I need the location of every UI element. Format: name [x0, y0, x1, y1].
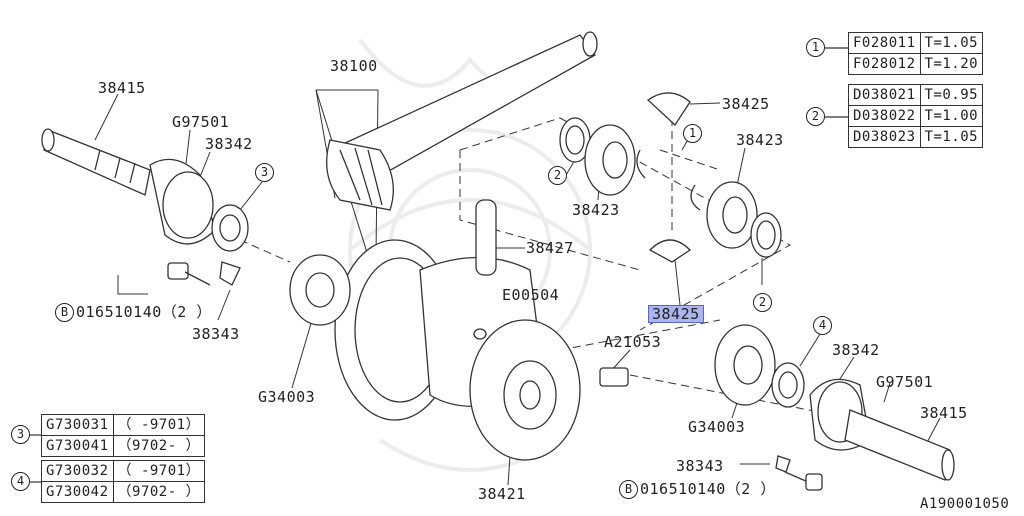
- table-cell-part[interactable]: G730041: [41, 435, 114, 457]
- table-cell-spec: T=1.20: [919, 53, 984, 75]
- callout-2-right: 2: [753, 293, 772, 312]
- table-cell-spec: T=0.95: [919, 84, 984, 106]
- part-label-38421[interactable]: 38421: [478, 485, 526, 503]
- table-cell-part[interactable]: D038022: [848, 105, 921, 127]
- part-label-38100[interactable]: 38100: [330, 57, 378, 75]
- table-cell-part[interactable]: F028011: [848, 32, 921, 54]
- table-cell-part[interactable]: G730042: [41, 481, 114, 503]
- callout-4: 4: [813, 316, 832, 335]
- table-4-connector: [30, 481, 42, 483]
- left-axle-shaft: [41, 128, 249, 252]
- table-cell-spec: T=1.05: [919, 126, 984, 148]
- part-label-E00504[interactable]: E00504: [502, 286, 560, 304]
- table-cell-part[interactable]: D038023: [848, 126, 921, 148]
- table-4-marker: 4: [11, 472, 30, 491]
- drive-pinion-shaft: [326, 31, 598, 211]
- part-label-38423-right[interactable]: 38423: [736, 131, 784, 149]
- table-row: G730031（ -9701）: [41, 414, 206, 436]
- part-label-G34003-right[interactable]: G34003: [688, 418, 746, 436]
- table-cell-part[interactable]: G730032: [41, 460, 114, 482]
- part-label-G34003-left[interactable]: G34003: [258, 388, 316, 406]
- table-cell-part[interactable]: F028012: [848, 53, 921, 75]
- part-label-38425-top[interactable]: 38425: [722, 95, 770, 113]
- table-row: G730032（ -9701）: [41, 460, 206, 482]
- table-cell-part[interactable]: D038021: [848, 84, 921, 106]
- table-1-marker: 1: [806, 38, 825, 57]
- table-row: G730042（9702- ）: [41, 481, 206, 503]
- table-3: G730031（ -9701） G730041（9702- ）: [41, 414, 206, 457]
- part-label-38342-left[interactable]: 38342: [205, 135, 253, 153]
- part-label-G97501-left[interactable]: G97501: [172, 113, 230, 131]
- table-cell-spec: （9702- ）: [112, 435, 206, 457]
- part-label-38425-selected[interactable]: 38425: [648, 305, 704, 323]
- table-cell-spec: （9702- ）: [112, 481, 206, 503]
- table-3-connector: [30, 434, 42, 436]
- callout-2-left: 2: [548, 166, 567, 185]
- differential-case: [289, 199, 581, 461]
- part-label-38423-left[interactable]: 38423: [572, 201, 620, 219]
- part-label-G97501-right[interactable]: G97501: [876, 373, 934, 391]
- table-4: G730032（ -9701） G730042（9702- ）: [41, 460, 206, 503]
- part-label-A21053[interactable]: A21053: [604, 333, 662, 351]
- table-2-connector: [825, 116, 849, 118]
- table-cell-part[interactable]: G730031: [41, 414, 114, 436]
- part-label-38415-right[interactable]: 38415: [920, 404, 968, 422]
- gears-and-washers: [559, 92, 782, 263]
- part-label-38342-right[interactable]: 38342: [832, 341, 880, 359]
- callout-3: 3: [255, 163, 274, 182]
- table-row: G730041（9702- ）: [41, 435, 206, 457]
- part-label-016510140-left[interactable]: 016510140（2 ）: [76, 303, 212, 321]
- table-cell-spec: （ -9701）: [112, 460, 206, 482]
- part-label-38343-right[interactable]: 38343: [676, 457, 724, 475]
- table-cell-spec: T=1.05: [919, 32, 984, 54]
- table-cell-spec: T=1.00: [919, 105, 984, 127]
- part-label-38415-left[interactable]: 38415: [98, 79, 146, 97]
- table-1-connector: [825, 47, 849, 49]
- right-axle-shaft: [167, 261, 955, 491]
- marker-b-right: B: [619, 480, 638, 499]
- part-label-38343-left[interactable]: 38343: [192, 325, 240, 343]
- callout-1: 1: [683, 124, 702, 143]
- table-cell-spec: （ -9701）: [112, 414, 206, 436]
- table-2-marker: 2: [806, 107, 825, 126]
- part-label-016510140-right[interactable]: 016510140（2 ）: [640, 480, 776, 498]
- table-3-marker: 3: [11, 425, 30, 444]
- part-label-38427[interactable]: 38427: [526, 239, 574, 257]
- marker-b-left: B: [55, 303, 74, 322]
- diagram-code: A190001050: [920, 496, 1010, 512]
